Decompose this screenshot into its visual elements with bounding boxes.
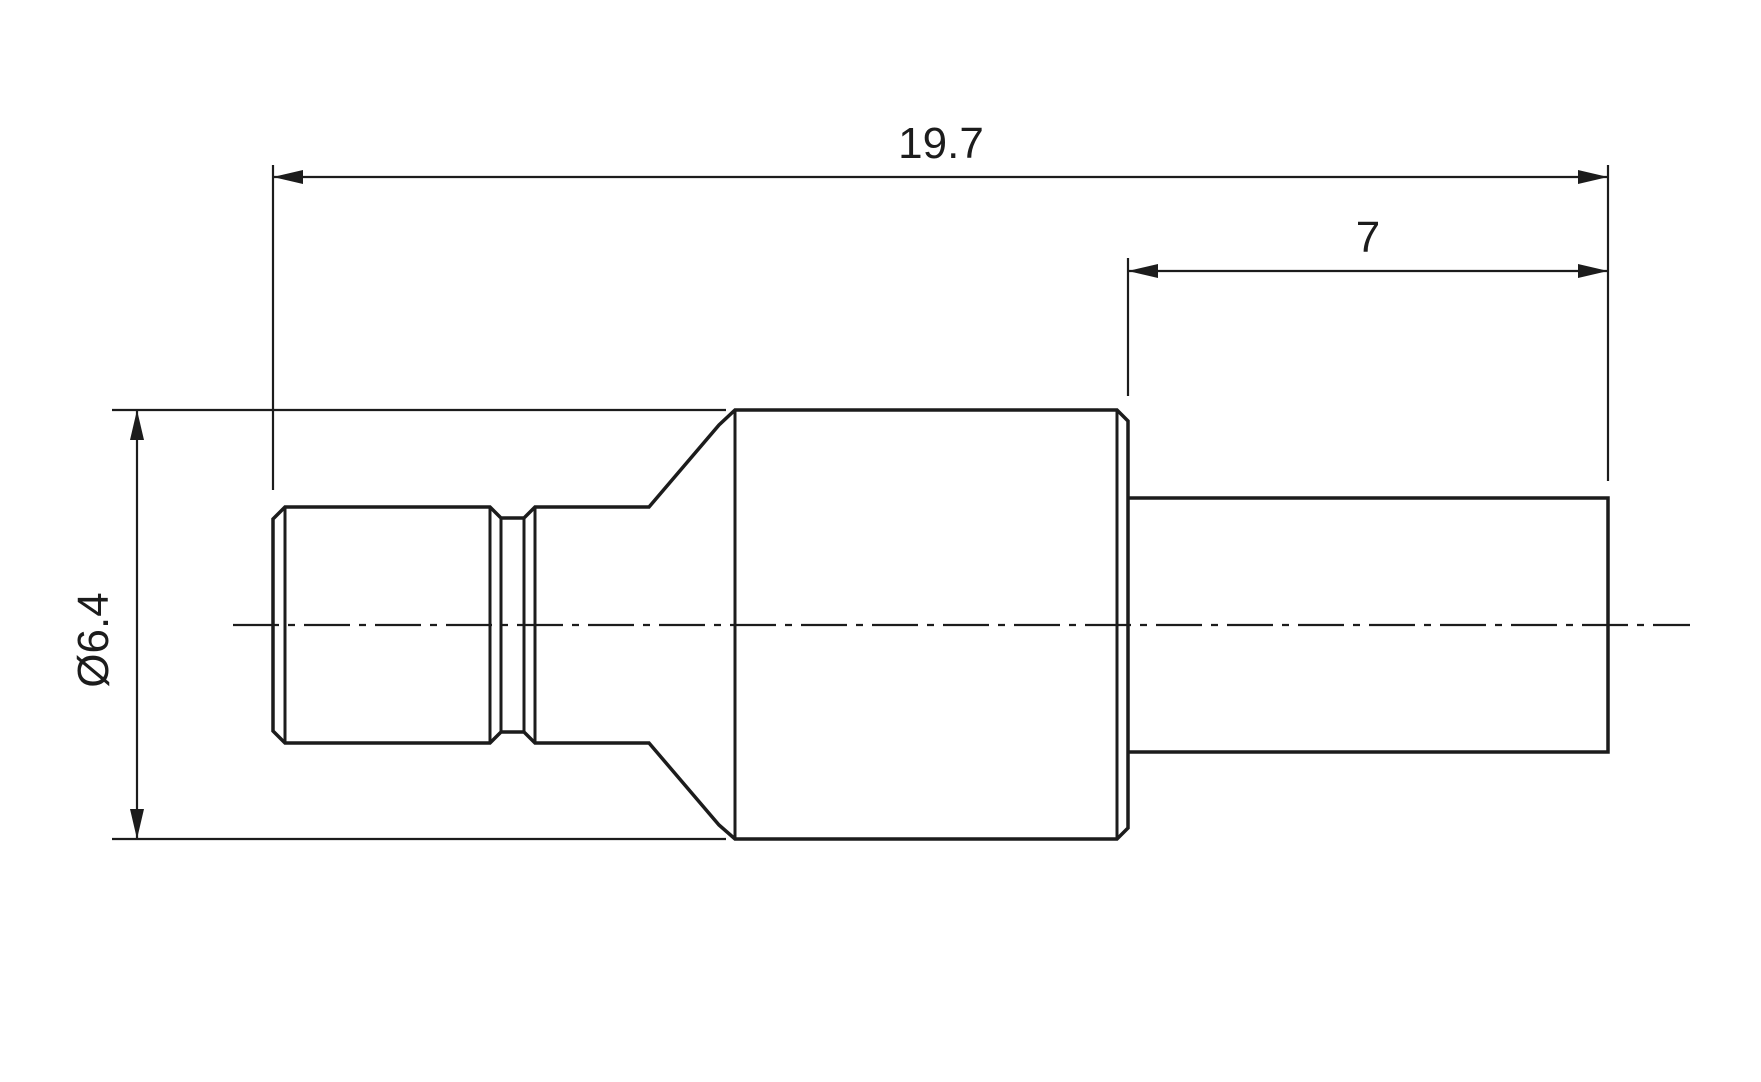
shaft-length-arrowhead-right	[1578, 264, 1608, 278]
cable-shaft-profile	[1128, 496, 1610, 754]
diameter-arrowhead-top	[130, 410, 144, 440]
overall-length-arrowhead-left	[273, 170, 303, 184]
connector-body-profile	[271, 408, 1130, 841]
dimension-shaft-length: 7	[1126, 213, 1608, 396]
overall-length-label: 19.7	[898, 119, 984, 168]
dimension-overall-length: 19.7	[271, 119, 1610, 490]
diameter-arrowhead-bottom	[130, 809, 144, 839]
shaft-length-arrowhead-left	[1128, 264, 1158, 278]
overall-length-arrowhead-right	[1578, 170, 1608, 184]
part-outline	[271, 408, 1610, 841]
dimension-body-diameter: Ø6.4	[69, 408, 726, 841]
diameter-label: Ø6.4	[69, 592, 118, 687]
shaft-length-label: 7	[1356, 213, 1380, 262]
